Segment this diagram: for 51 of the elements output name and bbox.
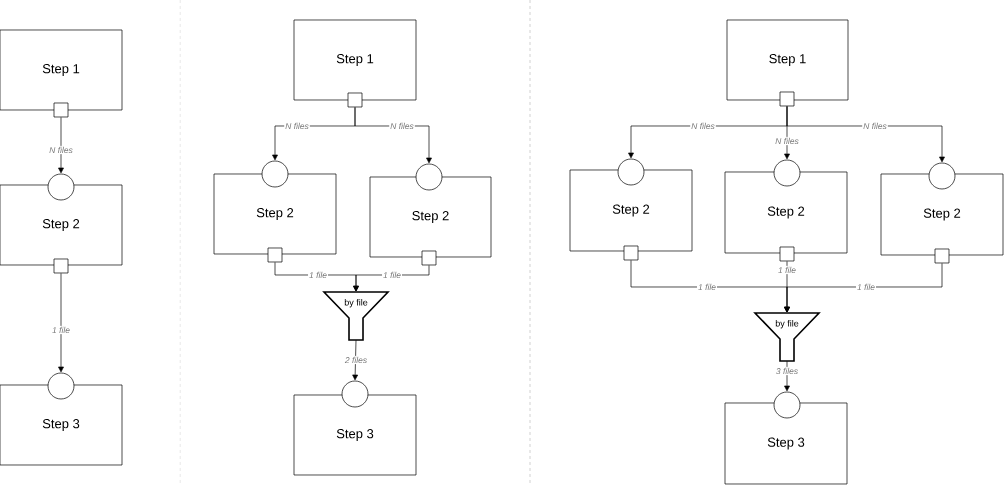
arrow [786, 106, 945, 163]
edge-label: N files [48, 145, 74, 155]
arrow [58, 117, 64, 174]
input-port [47, 372, 75, 400]
input-port [341, 380, 369, 408]
process-box: Step 2 [369, 176, 492, 258]
input-port [261, 160, 289, 188]
output-port [421, 250, 437, 266]
output-port [267, 247, 283, 263]
edge-label: 1 file [51, 325, 71, 335]
process-box: Step 2 [724, 171, 848, 254]
edge-label: 3 files [774, 366, 800, 376]
arrow [784, 360, 790, 392]
edge-label: 1 file [777, 265, 797, 275]
arrow [352, 339, 358, 381]
input-port [928, 162, 956, 190]
edge-label: 1 file [697, 282, 717, 292]
output-port [623, 245, 639, 261]
process-box: Step 3 [724, 402, 848, 485]
process-box: Step 1 [0, 29, 123, 111]
output-port [53, 102, 69, 118]
output-port [53, 258, 69, 274]
input-port [773, 391, 801, 419]
process-box: Step 2 [569, 169, 693, 252]
input-port [415, 163, 443, 191]
edge-label: 1 file [856, 282, 876, 292]
edge-label: 1 file [308, 270, 328, 280]
input-port [773, 159, 801, 187]
process-box: Step 2 [880, 173, 1004, 256]
process-box: Step 2 [0, 184, 123, 266]
input-port [47, 173, 75, 201]
output-port [779, 91, 795, 107]
process-box: Step 3 [293, 394, 417, 476]
edge-label: N files [389, 121, 415, 131]
output-port [779, 246, 795, 262]
input-port [617, 158, 645, 186]
process-box: Step 1 [726, 19, 849, 101]
output-port [347, 92, 363, 108]
edge-label: N files [862, 121, 888, 131]
process-box: Step 3 [0, 384, 123, 466]
edge-label: N files [284, 121, 310, 131]
edge-label: N files [690, 121, 716, 131]
arrow [353, 265, 430, 292]
process-box: Step 2 [213, 173, 337, 255]
edge-label: N files [774, 136, 800, 146]
process-box: Step 1 [293, 19, 417, 101]
edge-label: 2 files [343, 355, 369, 365]
edge-label: 1 file [382, 270, 402, 280]
output-port [934, 248, 950, 264]
arrow [58, 273, 64, 373]
arrow [784, 263, 943, 313]
